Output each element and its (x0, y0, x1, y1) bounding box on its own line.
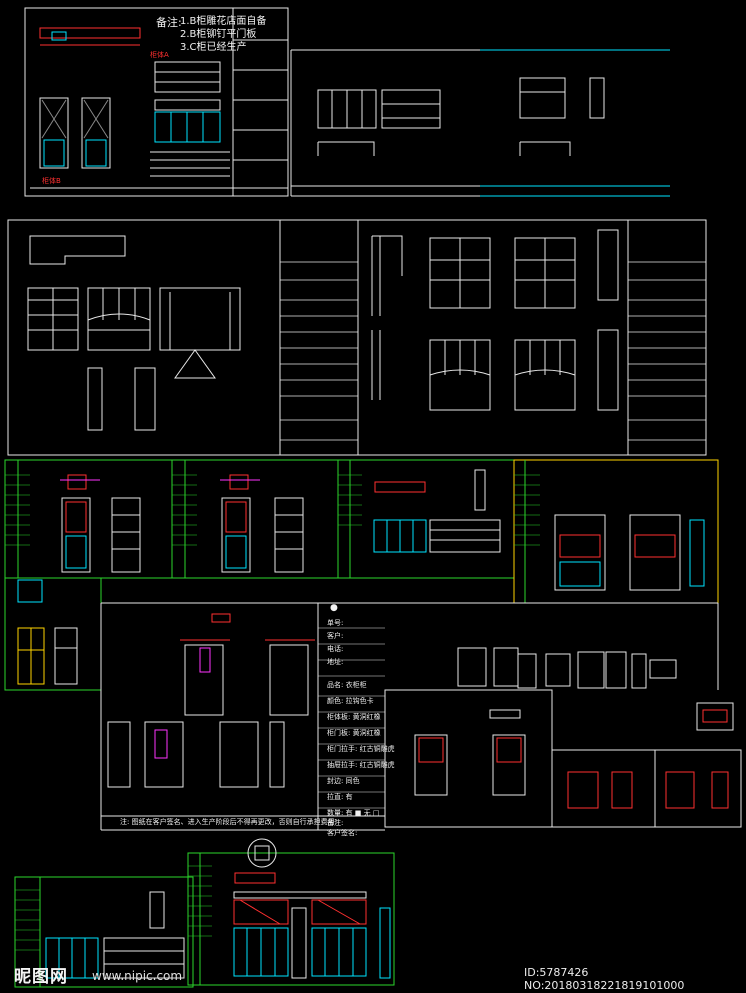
note-line-1: 1.B柜雕花店面自备 (180, 16, 267, 27)
form-field: 电话: (327, 645, 344, 653)
form-field: 客户签名: (327, 829, 358, 837)
form-field: 备注: (327, 819, 344, 827)
red-label-a: 柜体A (150, 51, 169, 59)
form-field: 地址: (327, 658, 344, 666)
watermark-site: www.nipic.com (92, 969, 183, 983)
red-label-b: 柜体B (42, 177, 61, 185)
order-form-note: 注: 图纸在客户签名、进入生产阶段后不得再更改，否则自行承担费用! (120, 818, 338, 826)
form-field: 品名: 衣柜柜 (327, 681, 367, 689)
form-field: 客户: (327, 632, 344, 640)
form-field: 数量: 有 ■ 无 □ (327, 809, 380, 817)
notes-title: 备注: (156, 16, 182, 29)
form-field: 封边: 同色 (327, 777, 360, 785)
watermark-logo: 昵图网 (14, 967, 68, 987)
note-line-2: 2.B柜铆钉平门板 (180, 29, 257, 40)
form-field: 单号: (327, 619, 344, 627)
note-line-3: 3.C柜已经生产 (180, 42, 247, 53)
form-field: 柜门拉手: 红古铜雕虎 (327, 745, 395, 753)
form-field: 抽屉拉手: 红古铜雕虎 (327, 761, 395, 769)
form-field: 拉直: 有 (327, 793, 353, 801)
image-id: ID:5787426 NO:20180318221819101000 (524, 966, 685, 992)
form-field: 颜色: 拉钩色卡 (327, 697, 374, 705)
form-field: 柜门板: 黄洞红橡 (327, 729, 381, 737)
form-field: 柜体板: 黄洞红橡 (327, 713, 381, 721)
